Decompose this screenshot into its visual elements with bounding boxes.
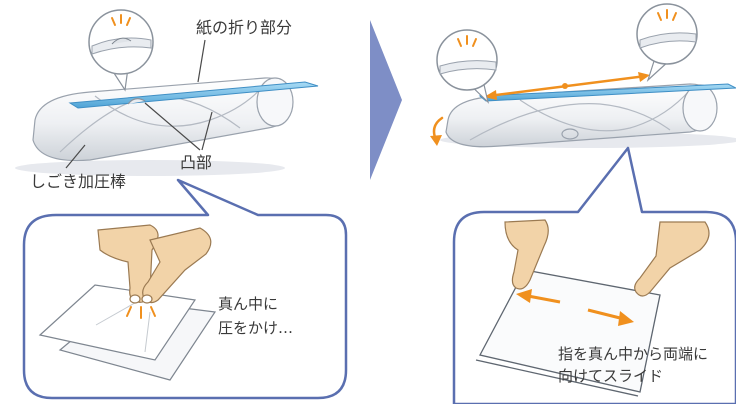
label-leader-lines — [65, 39, 213, 169]
pressure-mark-icon — [657, 9, 677, 21]
right-panel — [430, 3, 736, 404]
right-bubble-text-line2: 向けてスライド — [558, 367, 664, 385]
magnifier-callout — [88, 9, 154, 92]
left-bubble-text-line1: 真ん中に — [218, 295, 279, 313]
right-bubble-text-line1: 指を真ん中から両端に — [558, 345, 709, 363]
left-speech-bubble — [22, 178, 348, 400]
pressing-bar-illustration — [15, 77, 319, 176]
pressure-mark-icon — [126, 306, 156, 319]
hand-icon — [504, 219, 710, 297]
slide-arrow-right-icon — [587, 308, 634, 326]
left-bubble-text-line2: 圧をかけ… — [218, 319, 294, 337]
pressure-mark-icon — [111, 14, 131, 26]
slide-arrow-left-icon — [516, 289, 561, 304]
step-arrow-chevron — [370, 20, 402, 180]
arrowhead-icon — [430, 135, 442, 146]
pressing-bar-illustration — [440, 83, 736, 148]
fold-part-label: 紙の折り部分 — [196, 18, 293, 37]
bump-label: 凸部 — [180, 153, 213, 172]
left-panel — [15, 9, 348, 400]
hand-icon — [97, 224, 212, 304]
magnifier-callout-left — [436, 29, 498, 104]
paper-illustration — [475, 269, 661, 397]
press-bar-label: しごき加圧棒 — [30, 172, 127, 191]
folded-paper-illustration — [38, 284, 217, 381]
magnifier-callout-right — [636, 3, 698, 82]
pressure-mark-icon — [457, 35, 477, 47]
